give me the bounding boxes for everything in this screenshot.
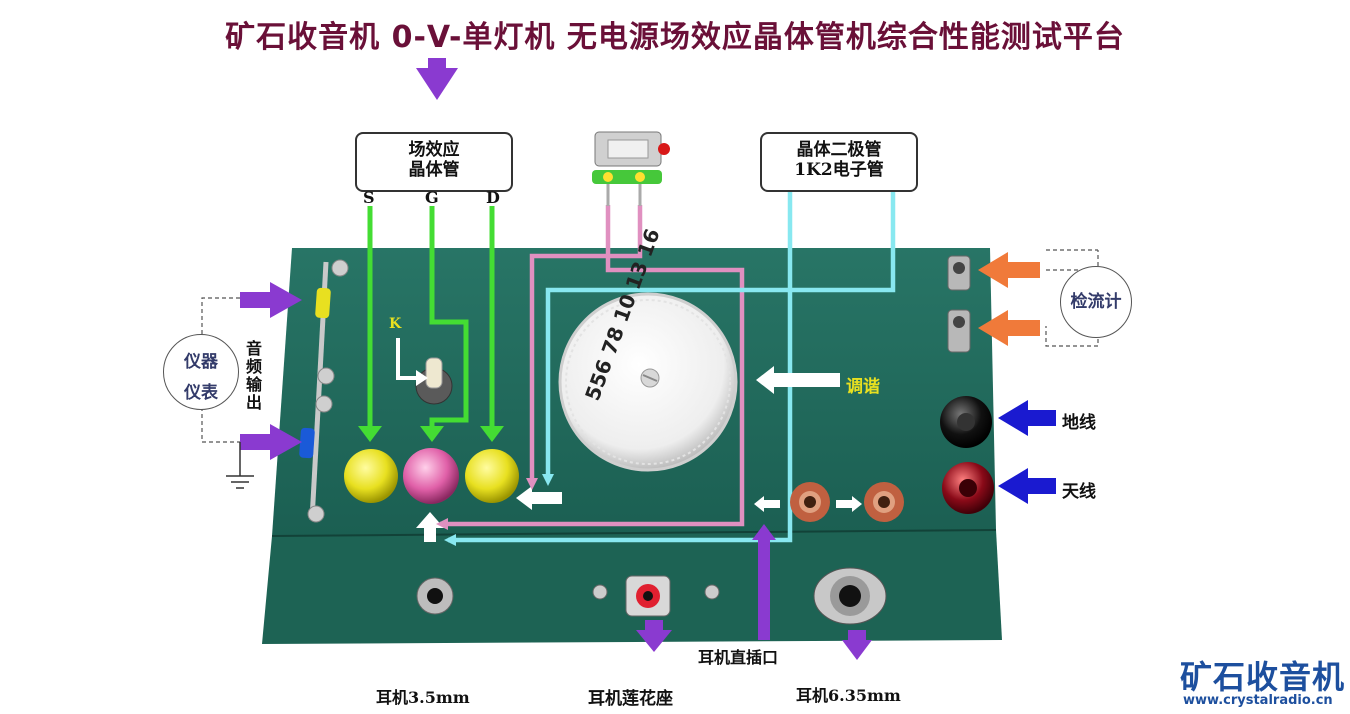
g-arrow-head — [420, 426, 444, 442]
d-arrow-head — [480, 426, 504, 442]
diode-label-line1: 晶体二极管 — [796, 140, 882, 160]
ground-symbol — [226, 442, 254, 489]
fet-sockets — [344, 448, 519, 504]
diode-cyan-wires — [448, 186, 896, 543]
fet-wires — [367, 206, 495, 432]
earphone-rca-label: 耳机莲花座 — [588, 689, 673, 709]
cyan-bottom-arrow-head — [444, 534, 456, 546]
audio-output-char-4: 出 — [246, 393, 263, 412]
audio-output-char-3: 输 — [246, 375, 263, 394]
switch-k — [396, 338, 453, 405]
switch-k-label: K — [389, 316, 402, 332]
galvanometer-label: 检流计 — [1070, 292, 1122, 312]
fet-label-box: 场效应 晶体管 — [355, 132, 513, 192]
fet-label-line1: 场效应 — [408, 140, 460, 160]
diode-label-box: 晶体二极管 1K2电子管 — [760, 132, 918, 192]
pin-d-label: D — [486, 188, 500, 207]
blue-arrows — [998, 400, 1056, 504]
earphone-35-label: 耳机3.5mm — [376, 688, 470, 707]
earphone-direct-label: 耳机直插口 — [698, 648, 779, 667]
diode-label-line2: 1K2电子管 — [794, 160, 884, 180]
audio-output-label: 音 频 输 出 — [246, 340, 262, 412]
purple-arrows — [240, 58, 872, 660]
pin-g-label: G — [425, 188, 439, 207]
earphone-direct-jacks — [790, 482, 904, 522]
pink-bottom-arrow-head — [436, 518, 448, 530]
audio-output-char-1: 音 — [246, 339, 263, 358]
pink-arrow-head — [526, 478, 538, 490]
orange-arrows — [978, 252, 1040, 346]
fet-label-line2: 晶体管 — [408, 160, 460, 180]
galvanometer-terminals — [947, 255, 971, 353]
cyan-arrow-head — [542, 474, 554, 486]
instrument-circle: 仪器 仪表 — [163, 334, 239, 410]
s-arrow-head — [358, 426, 382, 442]
pin-s-label: S — [363, 188, 375, 207]
instrument-line1: 仪器 — [184, 352, 218, 372]
antenna-label: 天线 — [1062, 482, 1096, 502]
page-title: 矿石收音机 0-V-单灯机 无电源场效应晶体管机综合性能测试平台 — [225, 20, 1125, 55]
galvanometer-circle: 检流计 — [1060, 266, 1132, 338]
ground-label: 地线 — [1062, 413, 1096, 433]
white-arrows — [416, 366, 862, 542]
tuning-label: 调谐 — [846, 377, 880, 397]
audio-output-char-2: 频 — [246, 357, 263, 376]
diode-pink-wires — [440, 205, 745, 527]
earphone-635-label: 耳机6.35mm — [796, 686, 901, 705]
diode-holder — [592, 131, 670, 206]
instrument-line2: 仪表 — [184, 383, 218, 403]
binding-posts — [940, 396, 994, 514]
audio-output-rod — [299, 259, 349, 523]
website-text: www.crystalradio.cn — [1183, 693, 1333, 708]
front-jacks — [416, 567, 887, 625]
brand-logo-text: 矿石收音机 — [1180, 658, 1346, 696]
